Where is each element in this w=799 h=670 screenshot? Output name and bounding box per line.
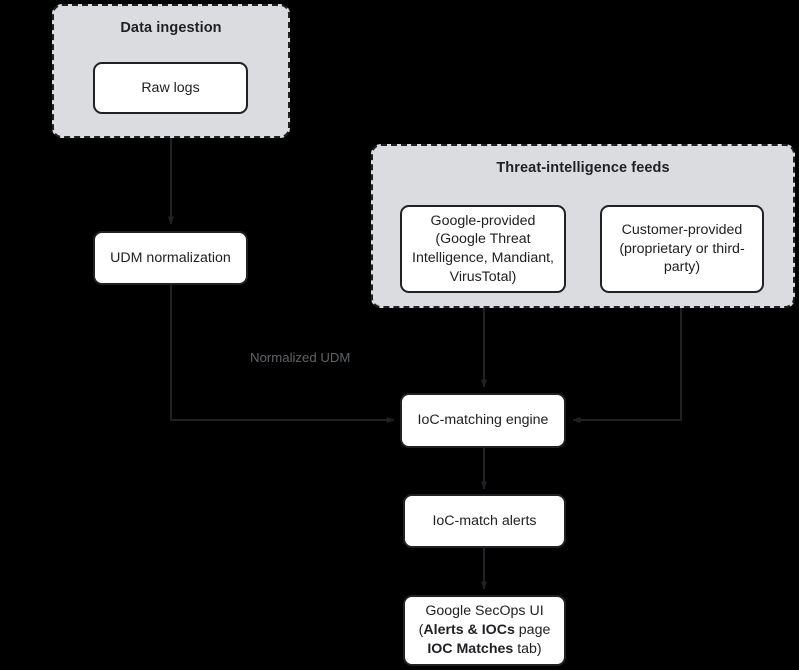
node-udm-normalization-label: UDM normalization (110, 249, 231, 266)
node-customer-provided[interactable]: Customer-provided (proprietary or third-… (600, 205, 764, 293)
node-customer-provided-line-1: Customer-provided (621, 221, 743, 238)
node-ioc-matching-engine-label: IoC-matching engine (417, 412, 549, 429)
node-customer-provided-line-3: party) (663, 259, 701, 276)
node-google-provided[interactable]: Google-provided (Google Threat Intellige… (400, 205, 566, 293)
node-google-secops-ui-alerts-iocs: Alerts & IOCs (423, 622, 515, 639)
node-raw-logs[interactable]: Raw logs (93, 62, 248, 114)
node-google-provided-line-4: VirusTotal) (449, 268, 517, 285)
group-data-ingestion-title: Data ingestion (120, 20, 222, 36)
node-google-provided-line-1: Google-provided (430, 212, 536, 229)
node-udm-normalization[interactable]: UDM normalization (93, 231, 248, 285)
node-google-secops-ui-page-word: page (514, 622, 551, 639)
node-google-provided-line-3: Intelligence, Mandiant, (412, 250, 554, 266)
node-ioc-matching-engine[interactable]: IoC-matching engine (400, 393, 566, 448)
node-ioc-match-alerts[interactable]: IoC-match alerts (403, 494, 566, 548)
group-data-ingestion: Data ingestion (52, 4, 290, 138)
node-google-secops-ui[interactable]: Google SecOps UI (Alerts & IOCs page IOC… (403, 595, 566, 666)
edge-label-normalized-udm: Normalized UDM (250, 350, 351, 365)
group-threat-intelligence-feeds-title: Threat-intelligence feeds (496, 160, 670, 176)
node-google-secops-ui-tab-word: tab) (513, 640, 542, 657)
node-google-secops-ui-paren-open: ( (418, 622, 424, 639)
node-ioc-match-alerts-label: IoC-match alerts (432, 512, 537, 529)
node-google-secops-ui-line-1: Google SecOps UI (425, 603, 544, 620)
node-raw-logs-label: Raw logs (141, 79, 200, 96)
node-customer-provided-line-2: (proprietary or third- (619, 240, 745, 257)
edge-customer-provided-to-ioc-matching-engine (572, 293, 682, 424)
node-google-provided-line-2: (Google Threat (435, 231, 531, 248)
node-google-secops-ui-ioc-matches: IOC Matches (427, 640, 514, 657)
